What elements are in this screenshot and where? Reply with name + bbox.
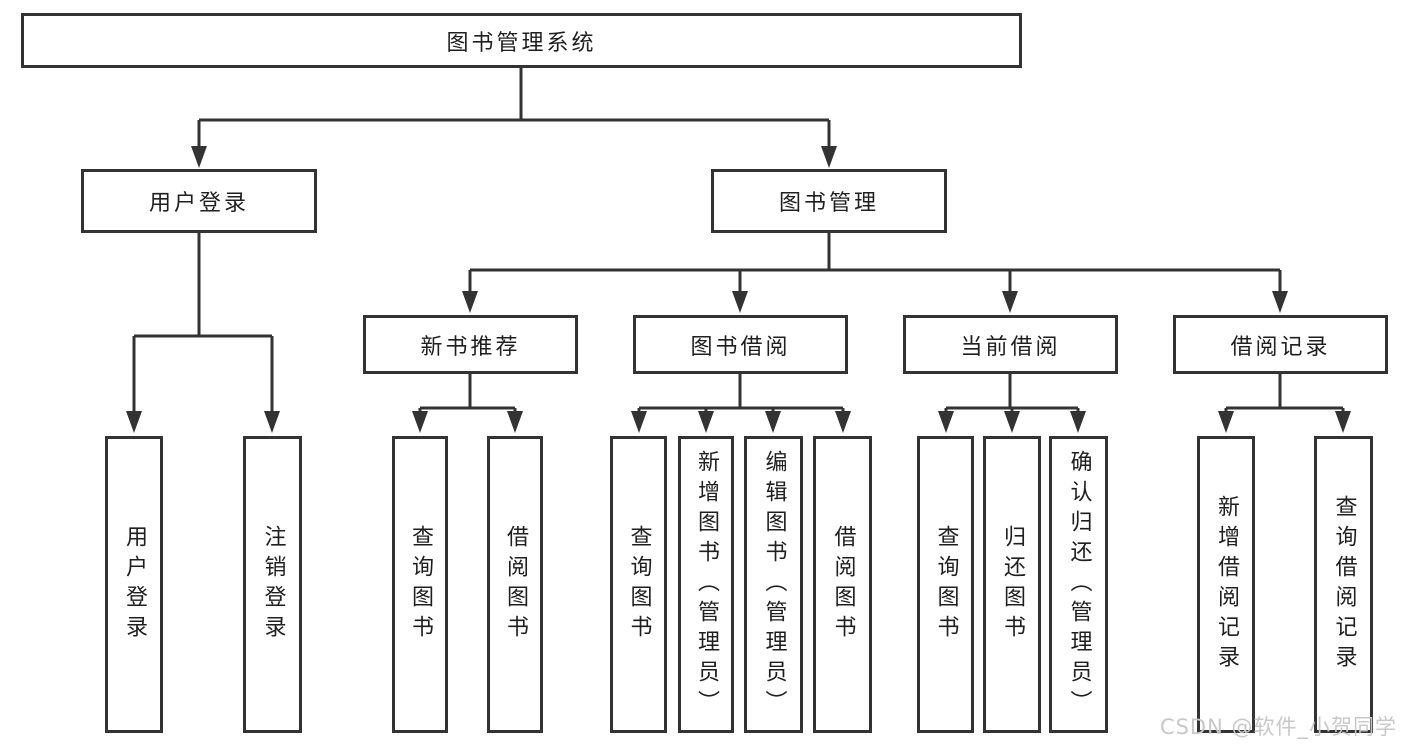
arrow-down-icon: [1002, 291, 1018, 313]
arrow-down-icon: [765, 411, 781, 433]
connector-book-borrowing: [637, 374, 845, 411]
arrow-down-icon: [835, 411, 851, 433]
arrow-down-icon: [1272, 291, 1288, 313]
node-book-management: 图书管理: [711, 169, 947, 233]
arrow-down-icon: [412, 411, 428, 433]
node-current-borrowing: 当前借阅: [903, 315, 1118, 374]
node-book-borrowing: 图书借阅: [633, 315, 848, 374]
arrow-down-icon: [126, 411, 142, 433]
csdn-watermark: CSDN @软件_小贺同学: [1159, 715, 1397, 739]
leaf-confirm-return-admin: 确认归还（管理员）: [1049, 436, 1108, 733]
leaf-query-books-recommend: 查询图书: [392, 436, 448, 733]
node-label: 新书推荐: [420, 334, 521, 360]
leaf-add-borrow-record: 新增借阅记录: [1197, 436, 1255, 733]
arrow-down-icon: [631, 411, 647, 433]
arrow-down-icon: [938, 411, 954, 433]
node-label: 查询图书: [933, 524, 959, 645]
leaf-user-login: 用户登录: [105, 436, 163, 733]
arrow-down-icon: [1004, 411, 1020, 433]
leaf-query-borrow-record: 查询借阅记录: [1314, 436, 1373, 733]
node-label: 借阅记录: [1230, 334, 1331, 360]
node-label: 确认归还（管理员）: [1066, 449, 1092, 720]
node-label: 用户登录: [148, 191, 249, 216]
arrow-down-icon: [191, 146, 207, 168]
node-label: 用户登录: [122, 524, 147, 645]
arrow-down-icon: [507, 411, 523, 433]
node-label: 编辑图书（管理员）: [761, 449, 787, 720]
node-label: 查询图书: [626, 524, 652, 645]
connector-borrowing-records: [1224, 374, 1345, 411]
arrow-down-icon: [698, 411, 714, 433]
leaf-edit-books-admin: 编辑图书（管理员）: [744, 436, 803, 733]
node-label: 注销登录: [260, 524, 286, 645]
arrow-down-icon: [264, 411, 280, 433]
node-label: 借阅图书: [503, 524, 528, 645]
connector-new-book: [418, 374, 517, 411]
node-label: 查询借阅记录: [1331, 494, 1357, 675]
arrow-down-icon: [1218, 411, 1234, 433]
leaf-query-books-current: 查询图书: [917, 436, 974, 733]
node-label: 新增借阅记录: [1214, 494, 1239, 675]
node-library-management-system: 图书管理系统: [21, 13, 1022, 68]
node-label: 当前借阅: [960, 334, 1061, 360]
node-label: 图书管理系统: [446, 30, 597, 56]
leaf-logout: 注销登录: [243, 436, 302, 733]
node-user-login: 用户登录: [81, 169, 317, 233]
node-label: 借阅图书: [830, 524, 856, 645]
arrow-down-icon: [1335, 411, 1351, 433]
connector-user-login: [132, 233, 274, 411]
arrowheads: [126, 146, 1351, 433]
connector-root: [197, 68, 831, 146]
leaf-add-books-admin: 新增图书（管理员）: [678, 436, 734, 733]
arrow-down-icon: [462, 291, 478, 313]
node-label: 新增图书（管理员）: [694, 449, 719, 720]
arrow-down-icon: [732, 291, 748, 313]
arrow-down-icon: [821, 146, 837, 168]
leaf-borrow-books: 借阅图书: [813, 436, 872, 733]
node-label: 图书借阅: [690, 334, 791, 360]
node-borrowing-records: 借阅记录: [1173, 315, 1388, 374]
node-label: 归还图书: [1000, 524, 1025, 645]
leaf-return-books: 归还图书: [983, 436, 1041, 733]
node-new-book-recommendation: 新书推荐: [363, 315, 578, 374]
arrow-down-icon: [1070, 411, 1086, 433]
connector-current-borrowing: [944, 374, 1080, 411]
leaf-borrow-books-recommend: 借阅图书: [487, 436, 543, 733]
connector-book-management: [468, 233, 1282, 291]
node-label: 图书管理: [778, 191, 879, 216]
leaf-query-books-borrowing: 查询图书: [610, 436, 667, 733]
node-label: 查询图书: [408, 524, 433, 645]
